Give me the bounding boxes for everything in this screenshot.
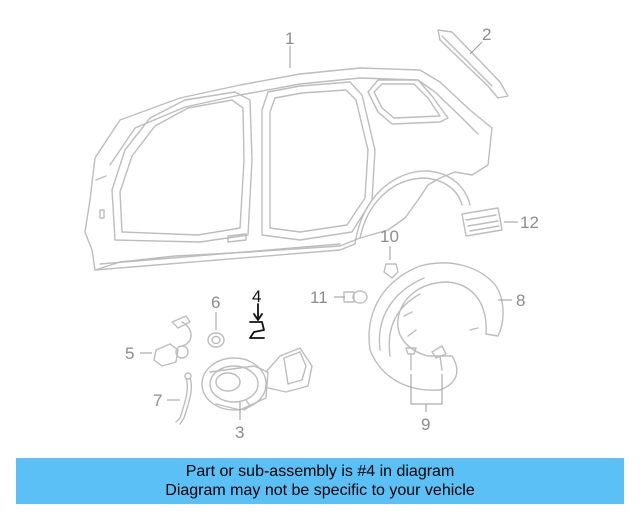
banner-line-2: Diagram may not be specific to your vehi… [165, 482, 475, 499]
wheelhouse-liner [368, 262, 504, 391]
callout-3: 3 [235, 423, 244, 442]
part-4-highlight [249, 321, 265, 339]
grommet-part [207, 332, 225, 348]
roof-rail-strip [437, 29, 509, 99]
callout-12: 12 [520, 213, 539, 232]
callout-1: 1 [285, 29, 294, 48]
callout-5: 5 [125, 344, 134, 363]
banner-line-1: Part or sub-assembly is #4 in diagram [185, 463, 455, 480]
callout-10: 10 [380, 227, 399, 246]
screw-parts [405, 345, 447, 371]
callout-9: 9 [421, 415, 430, 434]
callout-6: 6 [211, 293, 220, 312]
callout-8: 8 [516, 291, 525, 310]
bracket-part [461, 207, 503, 237]
fuel-filler-housing [201, 347, 313, 411]
callout-numbers: 1 2 3 4 5 6 7 8 9 10 11 12 [125, 25, 539, 442]
fuel-door-actuator [153, 315, 192, 367]
push-pin-part [343, 290, 368, 304]
hose-part [175, 372, 193, 425]
callout-11: 11 [310, 288, 328, 307]
parts-diagram: 1 2 3 4 5 6 7 8 9 10 11 12 [84, 25, 539, 442]
info-banner: Part or sub-assembly is #4 in diagram Di… [16, 458, 624, 504]
clip-part [383, 263, 399, 279]
callout-7: 7 [153, 391, 162, 410]
body-side-panel [84, 67, 493, 271]
callout-4: 4 [252, 287, 261, 306]
leader-lines [140, 41, 518, 420]
callout-2: 2 [482, 25, 491, 44]
